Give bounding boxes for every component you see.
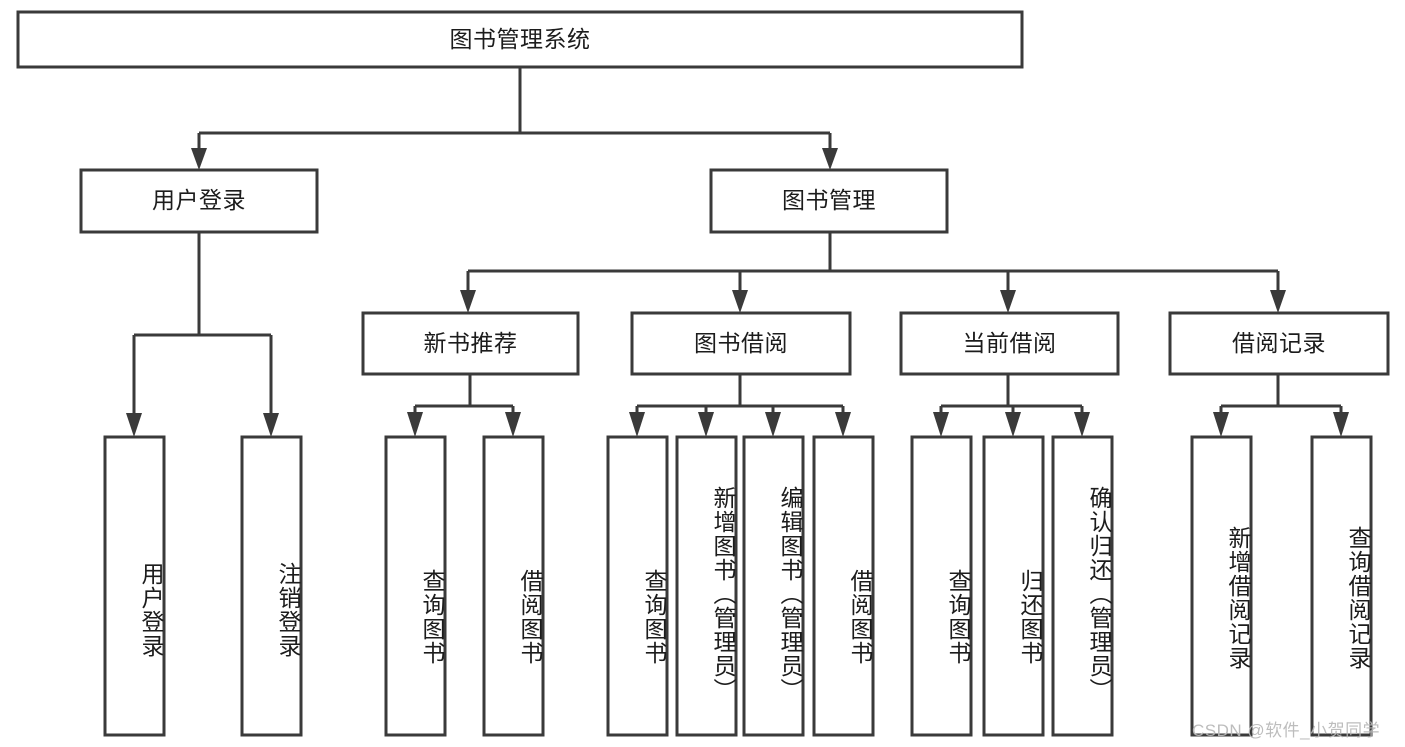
node-box-root[interactable]	[16, 10, 1024, 69]
arrow-head-leaf-query-book-2	[629, 412, 645, 437]
connector-book-borrow-to-leaves	[629, 374, 851, 437]
connector-new-book-recommend-to-leaves	[407, 374, 521, 437]
node-box-leaf-add-record[interactable]	[1190, 435, 1253, 737]
node-box-book-borrow[interactable]	[630, 311, 852, 376]
arrow-head-book-borrow	[732, 290, 748, 313]
node-box-leaf-borrow-book-1[interactable]	[482, 435, 545, 737]
arrow-head-leaf-borrow-book-2	[835, 412, 851, 437]
connector-root-to-level2	[191, 67, 838, 170]
arrow-head-leaf-add-record	[1213, 412, 1229, 437]
node-box-leaf-return-book[interactable]	[982, 435, 1045, 737]
node-box-leaf-add-book[interactable]	[675, 435, 738, 737]
node-box-book-manage[interactable]	[709, 168, 949, 234]
watermark-text: CSDN @软件_小贺同学	[1192, 721, 1381, 740]
arrow-head-borrow-record	[1270, 290, 1286, 313]
node-box-current-borrow[interactable]	[899, 311, 1120, 376]
arrow-head-new-book-recommend	[460, 290, 476, 313]
arrow-head-leaf-confirm-return	[1074, 412, 1090, 437]
arrow-head-leaf-add-book	[698, 412, 714, 437]
arrow-head-leaf-query-book-1	[407, 412, 423, 437]
connector-book-manage-to-level3	[460, 232, 1286, 313]
node-box-user-login[interactable]	[79, 168, 319, 234]
node-box-leaf-query-book-1[interactable]	[384, 435, 447, 737]
node-box-leaf-query-book-3[interactable]	[910, 435, 973, 737]
connector-current-borrow-to-leaves	[933, 374, 1090, 437]
arrow-head-user-login	[191, 148, 207, 170]
node-box-new-book-recommend[interactable]	[361, 311, 580, 376]
arrow-head-leaf-return-book	[1005, 412, 1021, 437]
arrow-head-leaf-query-record	[1333, 412, 1349, 437]
connector-borrow-record-to-leaves	[1213, 374, 1349, 437]
node-box-leaf-query-record[interactable]	[1310, 435, 1373, 737]
connector-user-login-to-leaves	[126, 232, 279, 437]
arrow-head-leaf-edit-book	[765, 412, 781, 437]
node-box-leaf-logout-login[interactable]	[240, 435, 303, 737]
arrow-head-leaf-query-book-3	[933, 412, 949, 437]
node-box-leaf-edit-book[interactable]	[742, 435, 805, 737]
node-box-leaf-query-book-2[interactable]	[606, 435, 669, 737]
arrow-head-book-manage	[822, 148, 838, 170]
arrow-head-leaf-user-login	[126, 413, 142, 437]
node-box-borrow-record[interactable]	[1168, 311, 1390, 376]
arrow-head-leaf-logout-login	[263, 413, 279, 437]
node-box-leaf-borrow-book-2[interactable]	[812, 435, 875, 737]
arrow-head-current-borrow	[1000, 290, 1016, 313]
node-box-leaf-user-login[interactable]	[103, 435, 166, 737]
node-box-leaf-confirm-return[interactable]	[1051, 435, 1114, 737]
arrow-head-leaf-borrow-book-1	[505, 412, 521, 437]
